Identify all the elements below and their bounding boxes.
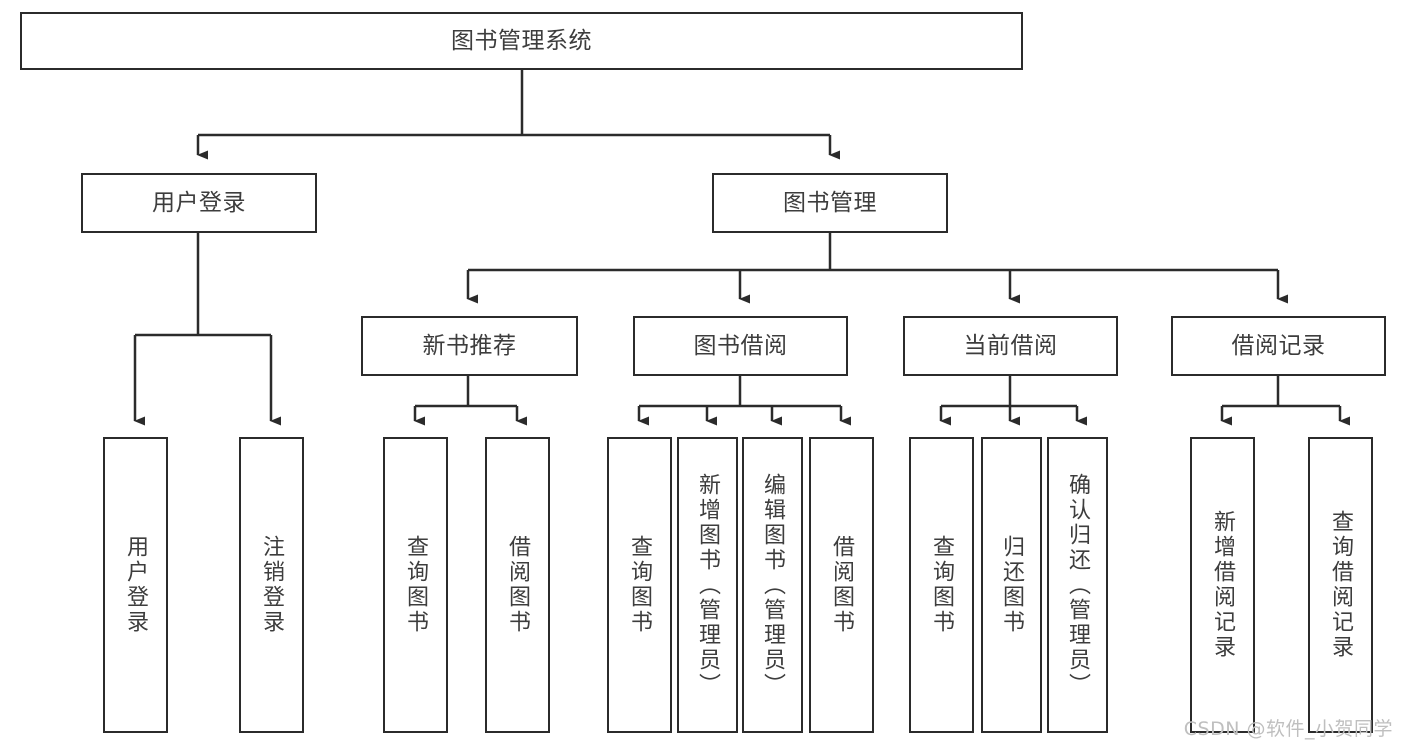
node-leaf-logout-label: 注销登录 — [259, 535, 285, 635]
node-leaf-borrow-book-2[interactable]: 借阅图书 — [809, 437, 874, 733]
node-leaf-confirm-return[interactable]: 确认归还（管理员） — [1047, 437, 1108, 733]
node-book-borrow-label: 图书借阅 — [693, 332, 788, 359]
node-leaf-borrow-book-2-label: 借阅图书 — [829, 535, 855, 635]
node-leaf-query-record-label: 查询借阅记录 — [1328, 510, 1354, 660]
node-leaf-query-book-2-label: 查询图书 — [627, 535, 653, 635]
node-leaf-logout[interactable]: 注销登录 — [239, 437, 304, 733]
node-current-borrow-label: 当前借阅 — [963, 332, 1058, 359]
node-leaf-borrow-book-1-label: 借阅图书 — [505, 535, 531, 635]
node-borrow-record[interactable]: 借阅记录 — [1171, 316, 1386, 376]
node-book-manage[interactable]: 图书管理 — [712, 173, 948, 233]
node-root-label: 图书管理系统 — [451, 27, 592, 54]
node-current-borrow[interactable]: 当前借阅 — [903, 316, 1118, 376]
node-user-login[interactable]: 用户登录 — [81, 173, 317, 233]
node-leaf-add-book[interactable]: 新增图书（管理员） — [677, 437, 738, 733]
node-leaf-confirm-return-label: 确认归还（管理员） — [1065, 472, 1091, 698]
node-leaf-query-book-1[interactable]: 查询图书 — [383, 437, 448, 733]
node-leaf-query-record[interactable]: 查询借阅记录 — [1308, 437, 1373, 733]
node-leaf-return-book[interactable]: 归还图书 — [981, 437, 1042, 733]
csdn-watermark: CSDN @软件_小贺同学 — [1183, 718, 1393, 740]
node-leaf-return-book-label: 归还图书 — [999, 535, 1025, 635]
node-leaf-borrow-book-1[interactable]: 借阅图书 — [485, 437, 550, 733]
node-book-manage-label: 图书管理 — [783, 189, 877, 216]
node-leaf-edit-book[interactable]: 编辑图书（管理员） — [742, 437, 803, 733]
node-leaf-add-record[interactable]: 新增借阅记录 — [1190, 437, 1255, 733]
node-user-login-label: 用户登录 — [152, 189, 246, 216]
node-leaf-query-book-3-label: 查询图书 — [929, 535, 955, 635]
node-new-book-rec-label: 新书推荐 — [422, 332, 517, 359]
node-new-book-rec[interactable]: 新书推荐 — [361, 316, 578, 376]
node-leaf-query-book-1-label: 查询图书 — [403, 535, 429, 635]
node-leaf-query-book-3[interactable]: 查询图书 — [909, 437, 974, 733]
node-leaf-query-book-2[interactable]: 查询图书 — [607, 437, 672, 733]
node-leaf-add-book-label: 新增图书（管理员） — [695, 472, 721, 698]
node-root[interactable]: 图书管理系统 — [20, 12, 1023, 70]
node-book-borrow[interactable]: 图书借阅 — [633, 316, 848, 376]
node-leaf-edit-book-label: 编辑图书（管理员） — [760, 472, 786, 698]
node-leaf-add-record-label: 新增借阅记录 — [1210, 510, 1236, 660]
node-borrow-record-label: 借阅记录 — [1231, 332, 1326, 359]
node-leaf-user-login-label: 用户登录 — [123, 535, 149, 635]
node-leaf-user-login[interactable]: 用户登录 — [103, 437, 168, 733]
